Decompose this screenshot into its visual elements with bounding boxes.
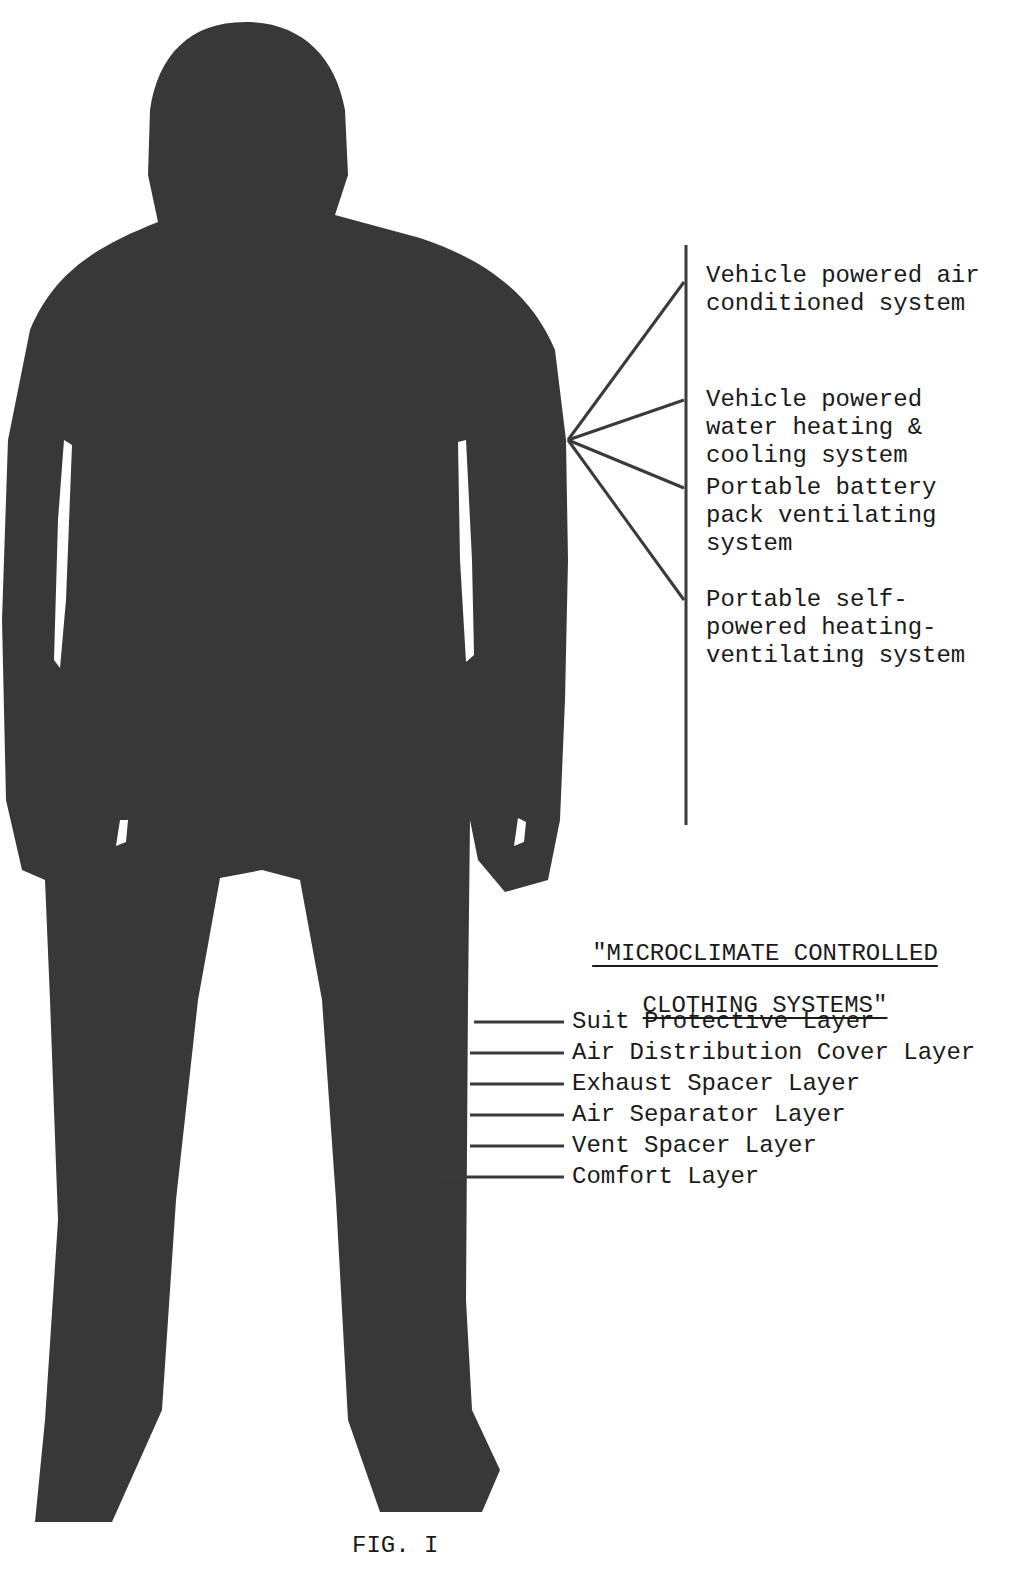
hand-gap bbox=[116, 820, 128, 846]
hand-gap bbox=[514, 818, 526, 846]
system-label: Portable battery pack ventilating system bbox=[706, 474, 1006, 558]
leader-line bbox=[470, 1145, 564, 1148]
layer-label: Vent Spacer Layer bbox=[572, 1132, 817, 1160]
layer-label: Comfort Layer bbox=[572, 1163, 759, 1191]
arm-gap bbox=[54, 440, 72, 668]
system-label: Portable self-powered heating-ventilatin… bbox=[706, 586, 1006, 670]
leader-line bbox=[470, 1083, 564, 1086]
leader-line bbox=[470, 1052, 564, 1055]
layer-label: Air Separator Layer bbox=[572, 1101, 846, 1129]
leader-line bbox=[568, 400, 684, 440]
bracket-line bbox=[685, 245, 688, 825]
system-label: Vehicle powered air conditioned system bbox=[706, 262, 1006, 318]
figure-title: "MICROCLIMATE CONTROLLED CLOTHING SYSTEM… bbox=[580, 928, 950, 1032]
layer-label: Air Distribution Cover Layer bbox=[572, 1039, 975, 1067]
leader-line bbox=[568, 282, 684, 440]
leader-line bbox=[474, 1021, 564, 1024]
leader-line bbox=[440, 1176, 564, 1179]
arm-gap bbox=[458, 440, 474, 662]
human-silhouette bbox=[2, 22, 568, 1522]
leader-line bbox=[568, 440, 684, 600]
figure-caption: FIG. I bbox=[352, 1532, 438, 1560]
system-label: Vehicle powered water heating & cooling … bbox=[706, 386, 1006, 470]
leader-line bbox=[470, 1114, 564, 1117]
layer-label: Exhaust Spacer Layer bbox=[572, 1070, 860, 1098]
